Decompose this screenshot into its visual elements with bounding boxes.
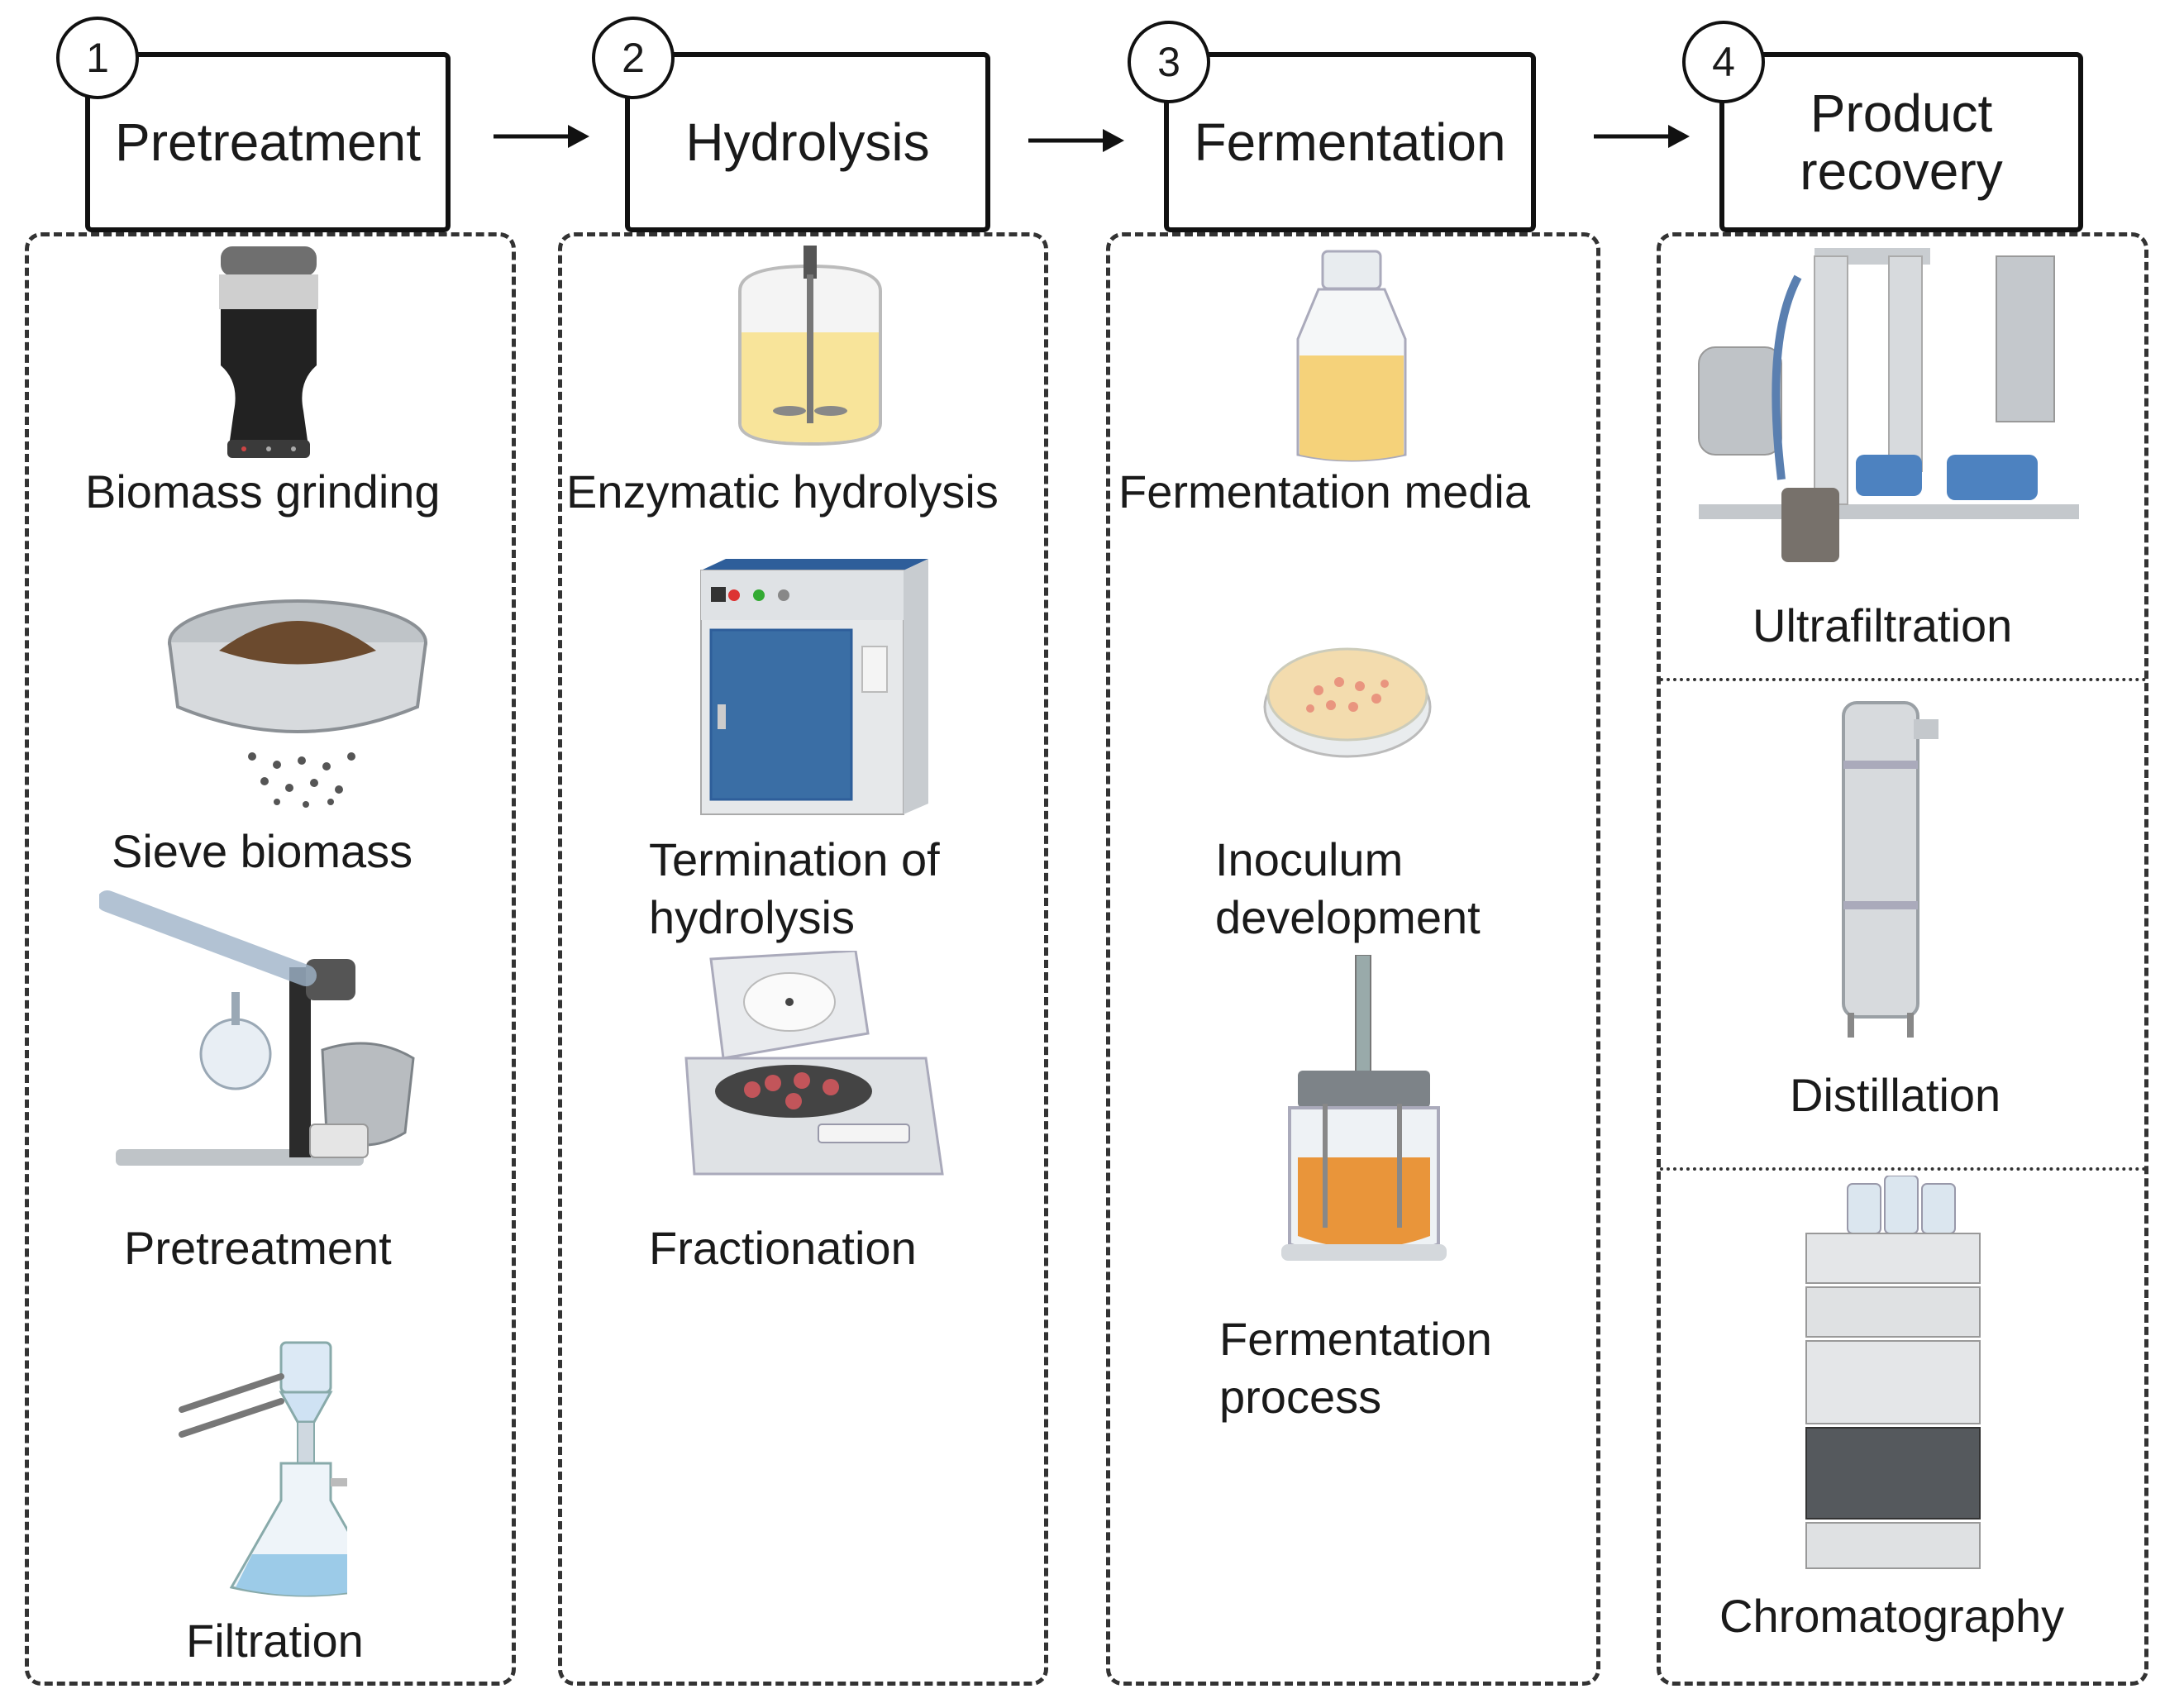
stage-2-number: 2 <box>592 17 675 99</box>
label-fermentation-media: Fermentation media <box>1118 465 1531 518</box>
stage-4-divider-1 <box>1660 678 2146 681</box>
stage-1-header: Pretreatment <box>85 52 451 232</box>
arrow-1-to-2 <box>494 125 589 148</box>
media-bottle-icon <box>1296 250 1407 462</box>
label-termination-line2: hydrolysis <box>649 891 855 943</box>
stage-2-panel <box>558 232 1048 1686</box>
stage-1-title: Pretreatment <box>115 112 421 172</box>
stage-4-title-line2: recovery <box>1800 141 2003 201</box>
stage-2-title: Hydrolysis <box>685 112 930 172</box>
grinder-icon <box>219 246 318 458</box>
petri-dish-icon <box>1263 647 1432 758</box>
label-enzymatic-hydrolysis: Enzymatic hydrolysis <box>566 465 999 518</box>
label-fractionation: Fractionation <box>649 1222 917 1274</box>
stage-4-panel <box>1657 232 2148 1686</box>
label-termination-line1: Termination of <box>649 833 940 885</box>
stage-4-number: 4 <box>1682 21 1765 103</box>
label-inoculum-line1: Inoculum <box>1215 833 1404 885</box>
rotary-evaporator-icon <box>99 890 415 1166</box>
stage-3-title: Fermentation <box>1194 112 1506 172</box>
label-inoculum-line2: development <box>1215 891 1481 943</box>
distillation-column-icon <box>1842 701 1938 1038</box>
arrow-3-to-4 <box>1594 125 1690 148</box>
label-distillation: Distillation <box>1790 1069 2001 1121</box>
stage-4-title-line1: Product <box>1810 83 1993 143</box>
centrifuge-icon <box>684 951 944 1176</box>
label-ultrafiltration: Ultrafiltration <box>1753 599 2013 651</box>
sieve-icon <box>168 599 427 808</box>
label-fermentation-process-line2: process <box>1219 1371 1382 1423</box>
stirred-tank-reactor-icon <box>738 246 882 446</box>
stage-3-panel <box>1106 232 1600 1686</box>
label-filtration: Filtration <box>186 1615 364 1667</box>
chromatography-system-icon <box>1805 1176 1981 1569</box>
stage-3-number: 3 <box>1128 21 1210 103</box>
label-chromatography: Chromatography <box>1719 1590 2065 1642</box>
stage-1-number: 1 <box>56 17 139 99</box>
arrow-2-to-3 <box>1028 129 1124 152</box>
stage-1-panel <box>25 232 516 1686</box>
label-sieve-biomass: Sieve biomass <box>112 825 413 877</box>
stage-2-header: Hydrolysis <box>625 52 990 232</box>
stage-4-header: Product recovery <box>1719 52 2083 232</box>
label-fermentation-process-line1: Fermentation <box>1219 1313 1492 1365</box>
ultrafiltration-unit-icon <box>1698 248 2079 562</box>
stage-3-header: Fermentation <box>1164 52 1536 232</box>
label-biomass-grinding: Biomass grinding <box>85 465 441 518</box>
vacuum-filtration-flask-icon <box>179 1341 347 1597</box>
stage-4-divider-2 <box>1660 1167 2146 1171</box>
incubator-oven-icon <box>700 559 928 815</box>
label-pretreatment: Pretreatment <box>124 1222 392 1274</box>
bioreactor-icon <box>1281 955 1447 1261</box>
